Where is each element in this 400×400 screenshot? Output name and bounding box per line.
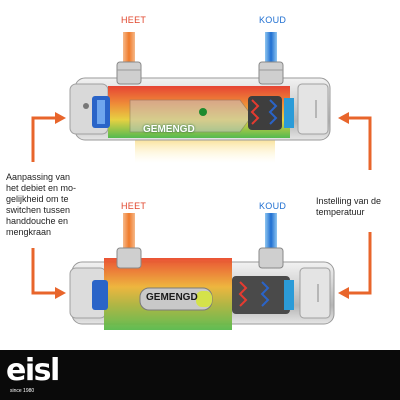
left-caption-line: gelijkheid om te	[6, 194, 69, 204]
right-caption-line: Instelling van de	[316, 196, 382, 206]
logo-tagline: since 1980	[10, 388, 35, 394]
left-caption-line: mengkraan	[6, 227, 52, 237]
left-top-arrowhead-icon	[55, 112, 66, 124]
top-hot-fitting-nut	[116, 61, 142, 85]
bottom-valve-unit	[69, 213, 335, 330]
right-temperature-arrows	[348, 116, 372, 295]
bottom-cold-inlet-pipe	[265, 213, 277, 255]
brand-footer	[0, 350, 400, 400]
left-caption-line: het debiet en mo-	[6, 183, 77, 193]
right-caption-line: temperatuur	[316, 207, 365, 217]
left-caption-line: Aanpassing van	[6, 172, 71, 182]
bottom-left-seal	[92, 280, 108, 310]
left-adjustment-arrows	[31, 116, 56, 295]
top-cold-fitting-nut	[258, 61, 284, 85]
top-mixing-chamber	[129, 99, 253, 133]
bottom-cold-label: KOUD	[259, 201, 287, 211]
left-arrow-bottom-connector	[31, 248, 56, 295]
top-sensor-dot	[199, 108, 207, 116]
top-right-seal	[284, 98, 294, 128]
right-arrow-top-connector	[348, 116, 372, 170]
left-caption-line: handdouche en	[6, 216, 69, 226]
top-right-end-cap	[297, 83, 329, 135]
eisl-logo: eisl	[6, 353, 60, 388]
top-left-screw-icon	[83, 103, 89, 109]
left-caption-line: switchen tussen	[6, 205, 71, 215]
right-top-arrowhead-icon	[338, 112, 349, 124]
right-bottom-arrowhead-icon	[338, 287, 349, 299]
left-caption: Aanpassing van het debiet en mo- gelijkh…	[6, 172, 98, 238]
bottom-right-seal	[284, 280, 294, 310]
right-caption: Instelling van de temperatuur	[316, 196, 400, 218]
bottom-cold-fitting-nut	[258, 247, 284, 269]
bottom-hot-fitting-nut	[116, 247, 142, 269]
top-mixed-label: GEMENGD	[143, 124, 195, 135]
bottom-hot-label: HEET	[121, 201, 147, 211]
right-arrow-bottom-connector	[348, 232, 372, 295]
left-arrow-top-connector	[31, 116, 56, 162]
top-hot-inlet-pipe	[123, 32, 135, 70]
top-cold-label: KOUD	[259, 15, 287, 25]
top-valve-unit	[69, 32, 331, 163]
bottom-thermostat-cartridge	[232, 276, 290, 314]
bottom-right-end-cap	[299, 267, 331, 319]
bottom-mixed-label: GEMENGD	[146, 292, 198, 303]
left-bottom-arrowhead-icon	[55, 287, 66, 299]
bottom-hot-inlet-pipe	[123, 213, 135, 255]
top-hot-label: HEET	[121, 15, 147, 25]
top-cold-inlet-pipe	[265, 32, 277, 70]
